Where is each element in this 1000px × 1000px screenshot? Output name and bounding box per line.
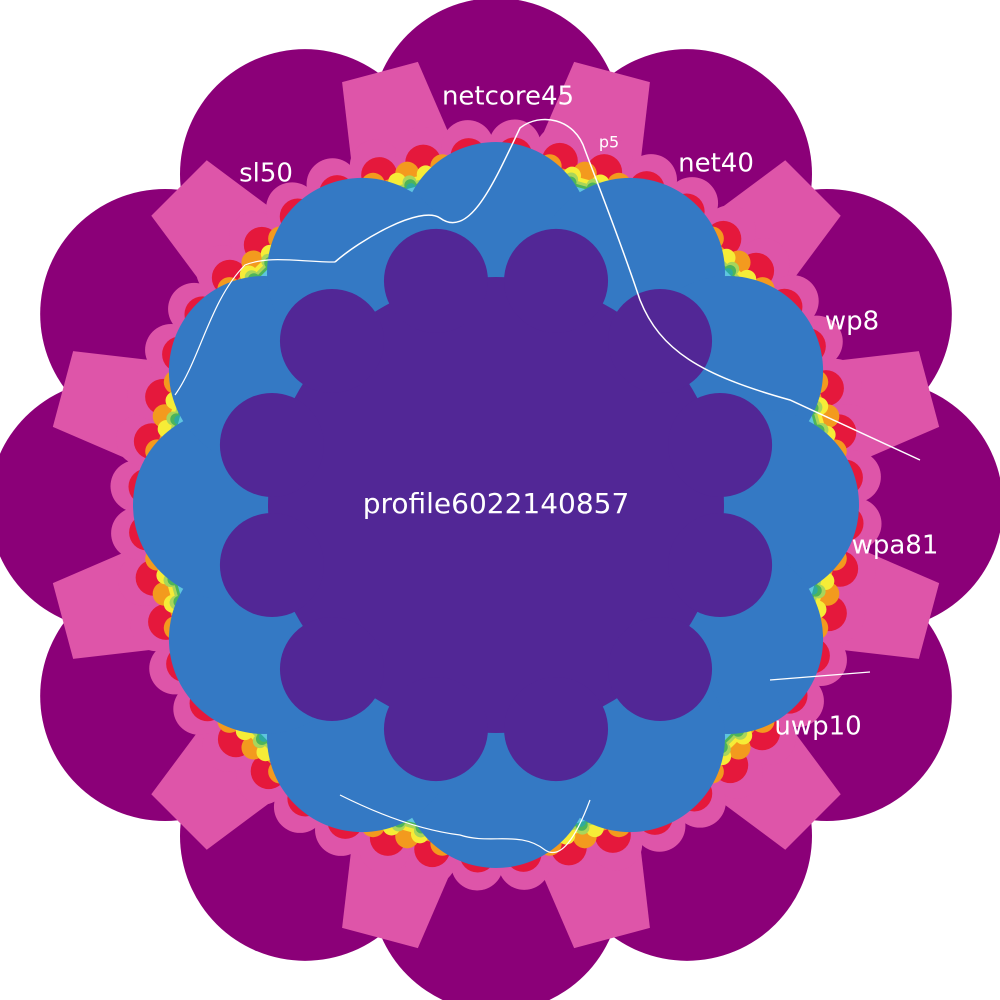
core-scallop [219, 513, 324, 618]
label-wpa81: wpa81 [852, 531, 939, 561]
pink-wedge [685, 694, 841, 850]
label-netcore45: netcore45 [442, 82, 574, 112]
core-scallop [608, 288, 713, 393]
pink-wedge [151, 160, 307, 316]
label-wp8: wp8 [825, 307, 879, 337]
label-uwp10: uwp10 [774, 712, 861, 742]
core-scallop [383, 677, 488, 782]
highlight-path-right [769, 671, 871, 681]
core [268, 277, 724, 733]
core-scallop [668, 513, 773, 618]
core-scallop [383, 228, 488, 333]
blue-segments [133, 142, 859, 868]
core-scallop [279, 617, 384, 722]
label-p5: p5 [599, 133, 619, 152]
highlight-path [334, 118, 921, 461]
highlight-outline [174, 118, 921, 854]
core-scallop [504, 677, 609, 782]
pink-wedge [151, 694, 307, 850]
label-sl50: sl50 [239, 159, 293, 189]
pink-wedge [685, 160, 841, 316]
core-scallop [504, 228, 609, 333]
core-scallop [668, 392, 773, 497]
core-scallop [219, 392, 324, 497]
highlight-path-left [174, 259, 336, 396]
label-net40: net40 [678, 149, 754, 179]
center-label: profile6022140857 [363, 487, 630, 520]
core-scallop [279, 288, 384, 393]
core-scallop [608, 617, 713, 722]
highlight-path-bottom [339, 794, 591, 854]
